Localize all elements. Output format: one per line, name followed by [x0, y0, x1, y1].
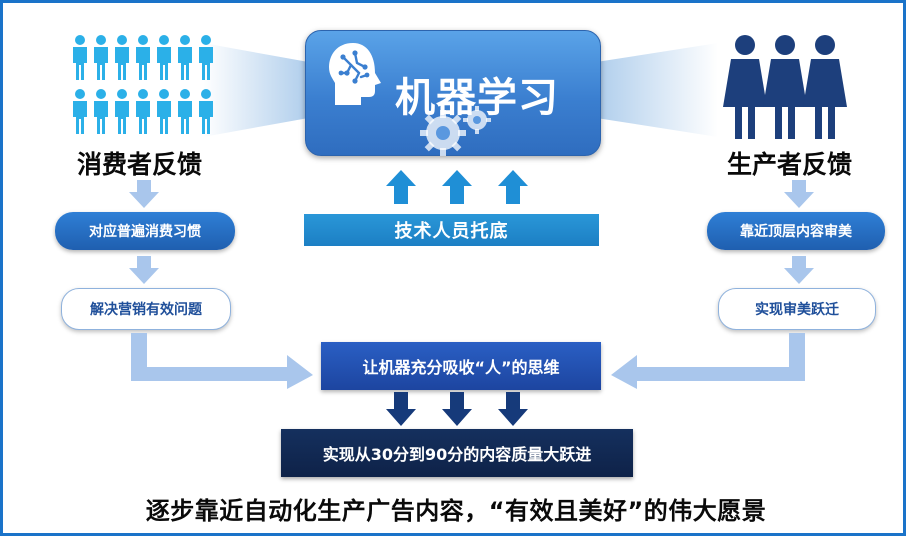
up-arrow-icon — [442, 170, 472, 204]
tech-support-bar: 技术人员托底 — [304, 214, 599, 246]
producer-feedback-title: 生产者反馈 — [727, 150, 853, 179]
absorb-human-thinking-box: 让机器充分吸收“人”的思维 — [321, 342, 601, 390]
right-elbow-arrow-icon — [611, 333, 805, 389]
down-arrow-icon — [386, 392, 416, 426]
gear-icon — [420, 106, 491, 156]
up-arrow-icon — [386, 170, 416, 204]
down-arrow-icon — [442, 392, 472, 426]
down-arrow-icon — [784, 256, 814, 284]
producer-step-leap: 实现审美跃迁 — [718, 288, 876, 330]
people-group-icon — [73, 35, 213, 134]
left-elbow-arrow-icon — [131, 333, 313, 389]
down-arrow-icon — [129, 256, 159, 284]
right-light-beam — [598, 43, 718, 137]
down-arrow-icon — [498, 392, 528, 426]
producer-step-aesthetics: 靠近顶层内容审美 — [707, 212, 885, 250]
down-arrow-icon — [129, 180, 159, 208]
vision-statement: 逐步靠近自动化生产广告内容，“有效且美好”的伟大愿景 — [145, 497, 767, 525]
consumer-step-marketing: 解决营销有效问题 — [61, 288, 231, 330]
brain-icon — [329, 43, 381, 105]
up-arrow-icon — [498, 170, 528, 204]
quality-leap-box: 实现从30分到90分的内容质量大跃进 — [281, 429, 633, 477]
down-arrow-icon — [784, 180, 814, 208]
women-group-icon — [723, 35, 847, 139]
consumer-step-habits: 对应普遍消费习惯 — [55, 212, 235, 250]
consumer-feedback-title: 消费者反馈 — [77, 150, 203, 179]
